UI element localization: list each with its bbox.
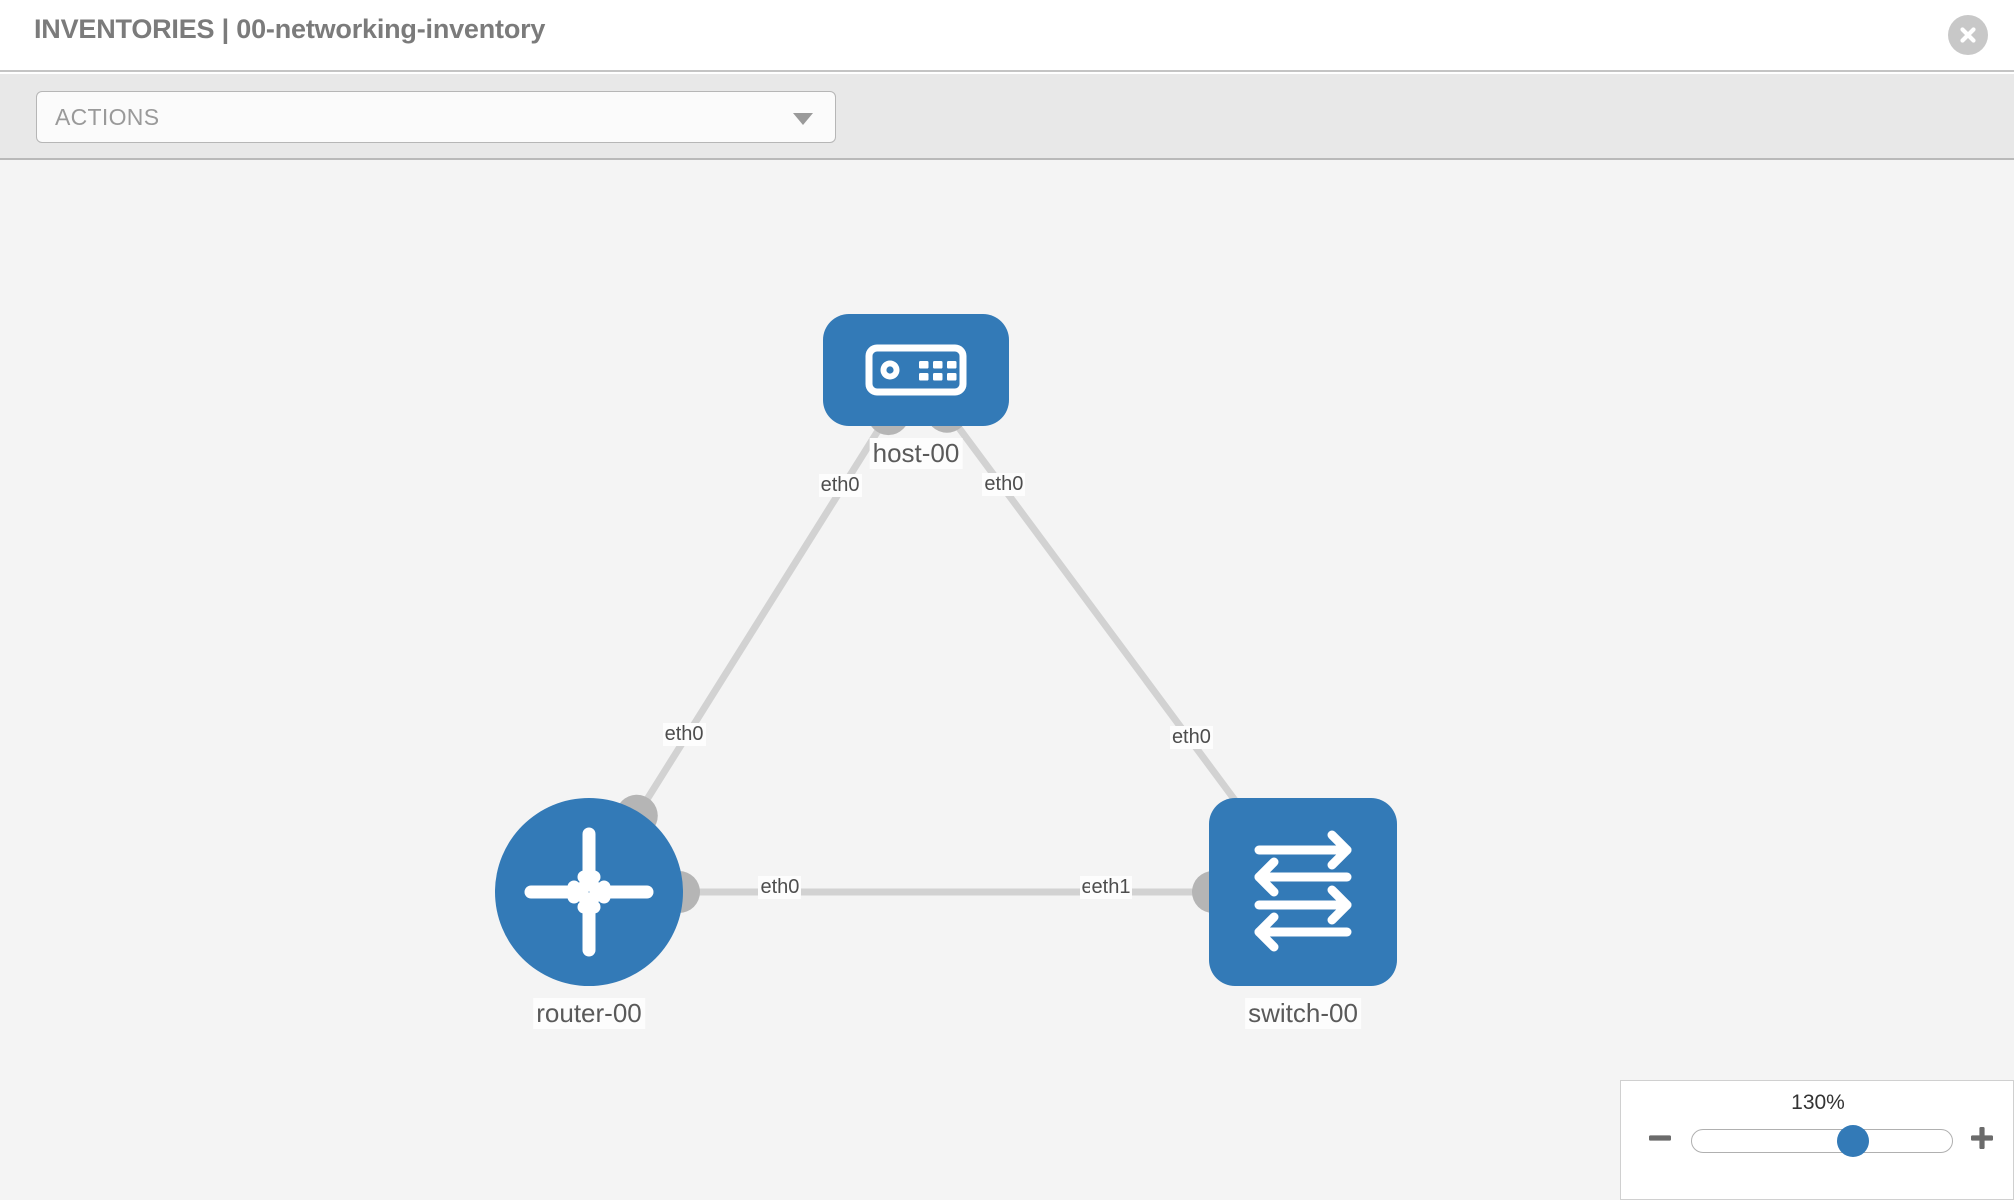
actions-dropdown-label: ACTIONS xyxy=(55,104,160,130)
close-button[interactable] xyxy=(1948,15,1988,55)
node-label-switch-00: switch-00 xyxy=(1245,998,1361,1029)
interface-label: eth0 xyxy=(1169,726,1213,750)
topology-node-router-00[interactable] xyxy=(495,798,683,986)
interface-label: eth0 xyxy=(758,876,802,899)
page-title: INVENTORIES | 00-networking-inventory xyxy=(34,14,546,44)
zoom-slider-track[interactable] xyxy=(1691,1129,1953,1153)
zoom-in-button[interactable] xyxy=(1965,1123,1999,1157)
topology-node-switch-00[interactable] xyxy=(1209,798,1397,986)
interface-label: eth1 xyxy=(1089,876,1133,899)
topology-graph xyxy=(495,314,1397,986)
links-layer xyxy=(633,408,1253,896)
close-circle-icon xyxy=(1955,22,1981,48)
node-label-host-00: host-00 xyxy=(869,438,963,469)
zoom-control-panel: 130% xyxy=(1620,1080,2014,1200)
minus-icon xyxy=(1645,1123,1675,1158)
zoom-slider-thumb[interactable] xyxy=(1837,1125,1870,1157)
ports-layer xyxy=(615,390,1271,913)
zoom-out-button[interactable] xyxy=(1643,1123,1677,1157)
toolbar: ACTIONS SEARC xyxy=(0,74,2014,217)
zoom-level-value: 130% xyxy=(1791,1091,1845,1114)
page-header: INVENTORIES | 00-networking-inventory xyxy=(0,0,2014,72)
interface-label: eth0 xyxy=(982,473,1026,497)
interface-label: eth0 xyxy=(818,474,862,498)
topology-node-host-00[interactable] xyxy=(823,314,1009,426)
nodes-layer xyxy=(495,314,1397,986)
chevron-down-icon xyxy=(793,113,813,125)
actions-dropdown[interactable]: ACTIONS xyxy=(36,91,836,143)
node-label-router-00: router-00 xyxy=(533,998,645,1029)
topology-canvas[interactable]: eth0eth0eth0eth0eth0eth0eth1host-00route… xyxy=(0,160,2014,1200)
interface-label: eth0 xyxy=(662,723,706,747)
plus-icon xyxy=(1967,1123,1997,1158)
